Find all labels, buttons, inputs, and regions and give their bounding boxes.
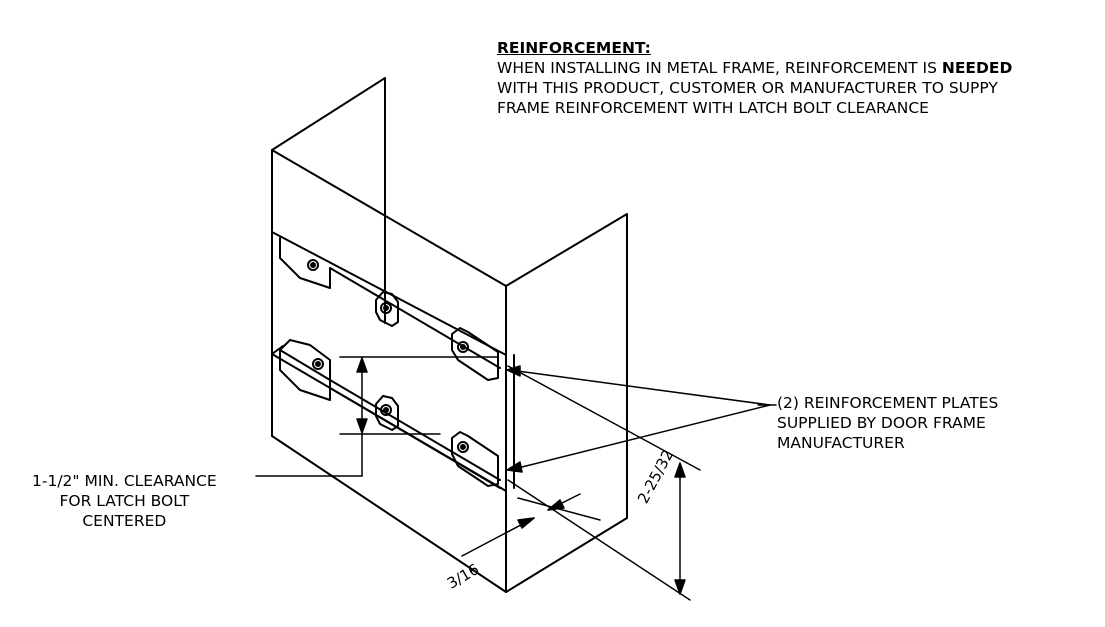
plates-callout-line-3: MANUFACTURER (777, 434, 905, 452)
plates-callout-line-1: (2) REINFORCEMENT PLATES (777, 394, 999, 412)
clearance-callout-line-1: 1-1/2" MIN. CLEARANCE (32, 472, 217, 490)
plates-callout-line-2: SUPPLIED BY DOOR FRAME (777, 414, 986, 432)
thickness-dimension (461, 493, 601, 557)
note-line-1-text: WHEN INSTALLING IN METAL FRAME, REINFORC… (497, 59, 942, 77)
note-needed-emphasis: NEEDED (941, 59, 1013, 77)
plates-leader (506, 365, 777, 473)
clearance-callout-line-3: CENTERED (82, 512, 167, 530)
reinforcement-note: REINFORCEMENT: WHEN INSTALLING IN METAL … (497, 38, 1012, 118)
note-heading: REINFORCEMENT: (497, 39, 651, 57)
plates-callout: (2) REINFORCEMENT PLATES SUPPLIED BY DOO… (777, 393, 998, 453)
frame-lower-band (271, 345, 507, 593)
note-line-3: FRAME REINFORCEMENT WITH LATCH BOLT CLEA… (497, 99, 929, 117)
reinforcement-plate-lower (279, 339, 501, 489)
note-line-1: WHEN INSTALLING IN METAL FRAME, REINFORC… (497, 58, 1012, 78)
clearance-callout: 1-1/2" MIN. CLEARANCE FOR LATCH BOLT CEN… (32, 471, 217, 531)
note-line-2: WITH THIS PRODUCT, CUSTOMER OR MANUFACTU… (497, 79, 998, 97)
depth-dimension (507, 365, 701, 601)
frame-back-panel (271, 77, 386, 437)
clearance-dimension (255, 356, 498, 477)
reinforcement-plate-upper (279, 237, 501, 381)
clearance-callout-line-2: FOR LATCH BOLT (59, 492, 190, 510)
frame-side-panel (505, 213, 628, 593)
